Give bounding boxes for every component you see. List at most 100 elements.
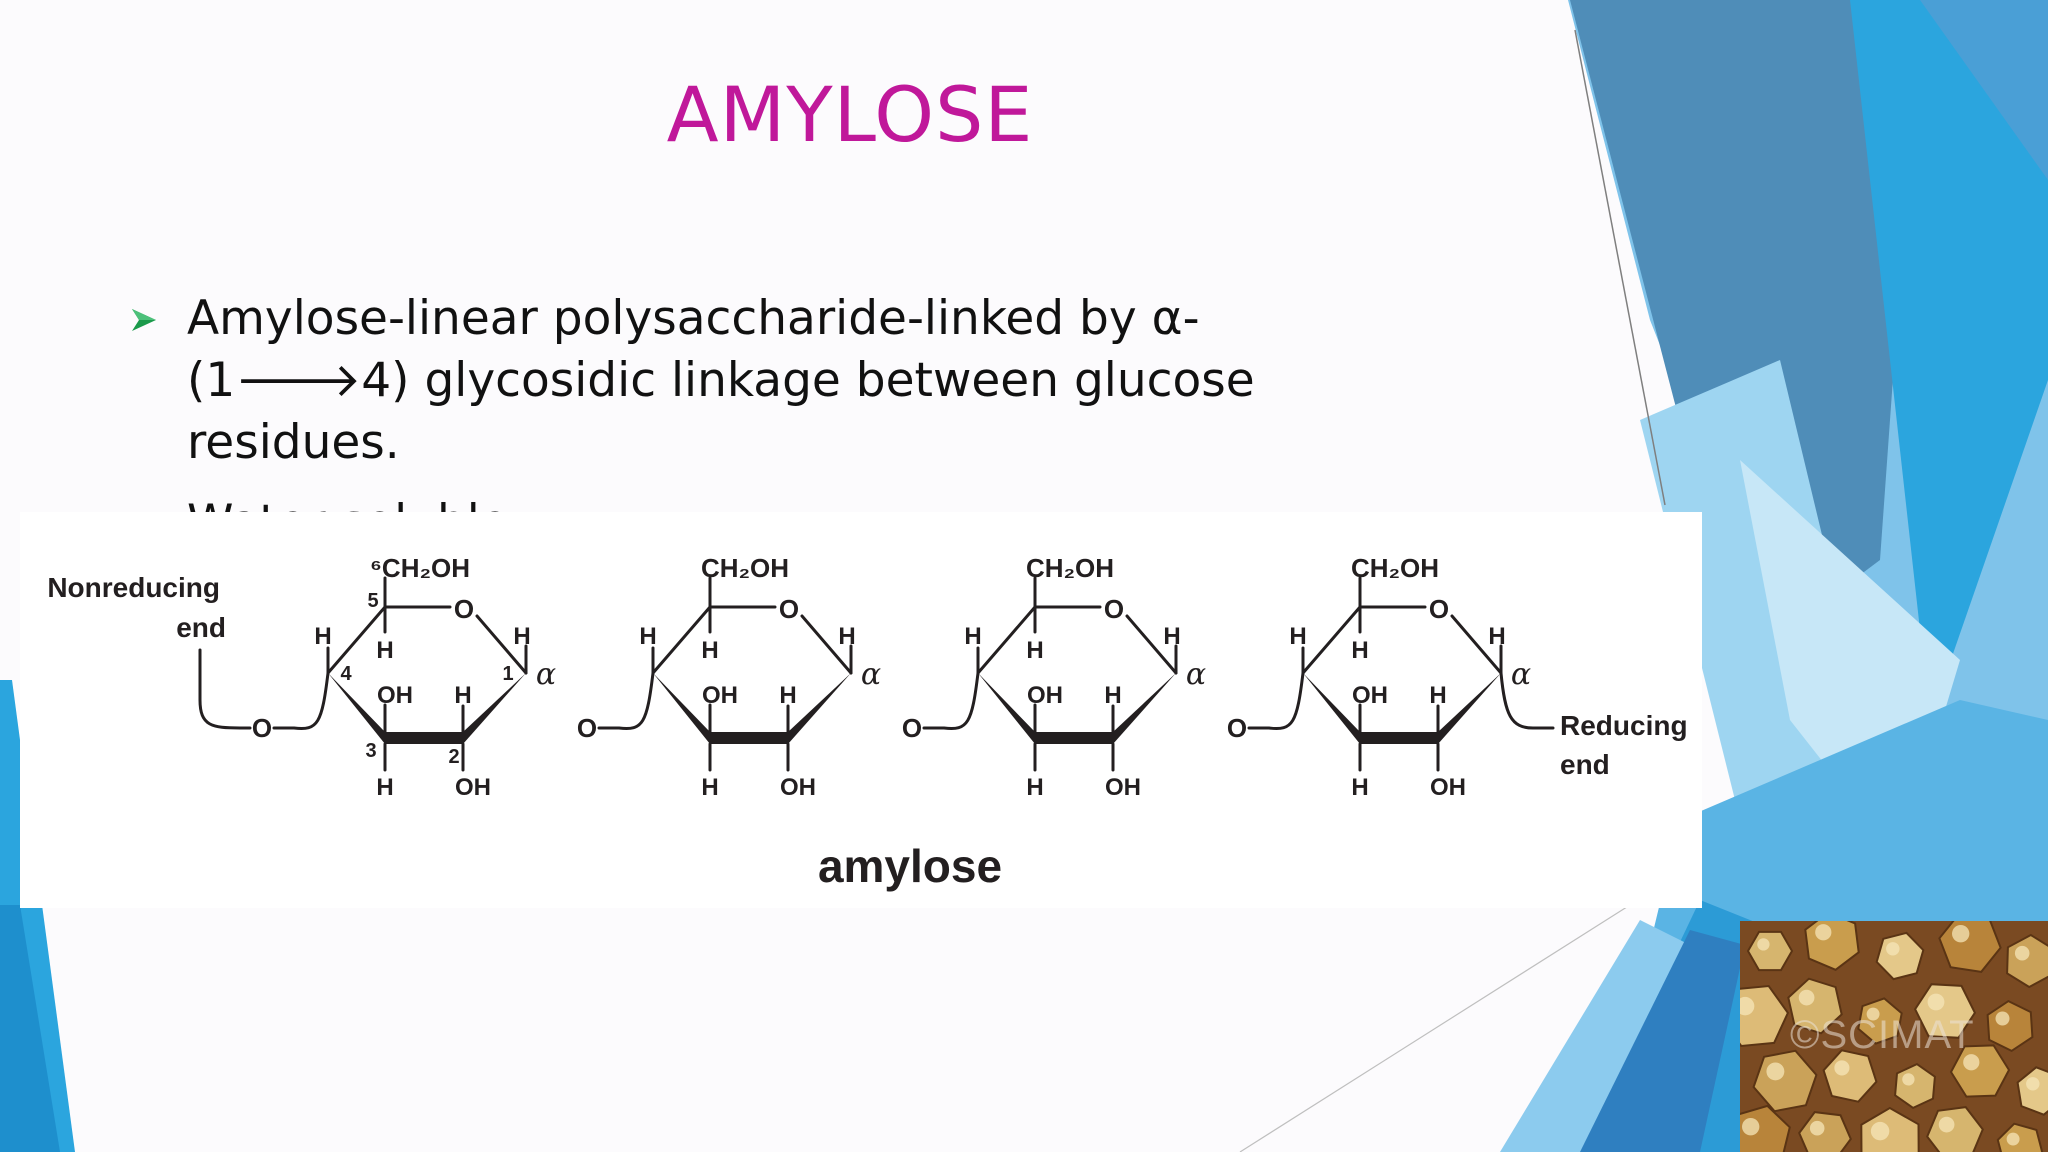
granule-highlight (1995, 1011, 2010, 1026)
glycosidic-bond (272, 671, 330, 731)
photo-credit: ©SCIMAT (1790, 1013, 1975, 1057)
starch-granule (1798, 1111, 1852, 1152)
glycosidic-oxygen-label: O (1227, 713, 1247, 743)
alpha-label: α (536, 657, 556, 692)
granule-highlight (1927, 993, 1945, 1011)
carbon-number: 2 (448, 746, 459, 768)
glycosidic-bond (198, 648, 252, 730)
hydrogen-label: H (1104, 682, 1121, 709)
granule-highlight (1815, 924, 1832, 941)
alpha-label: α (1511, 657, 1531, 692)
nonreducing-end-label: end (176, 612, 226, 643)
hydrogen-label: H (314, 623, 331, 650)
bg-shape (1580, 930, 1745, 1152)
ring-bond (475, 614, 528, 675)
hydrogen-label: H (376, 774, 393, 801)
granule-highlight (1902, 1073, 1915, 1086)
granule-highlight (2014, 945, 2030, 961)
starch-granules-photo: ©SCIMAT (1740, 921, 2048, 1152)
glycosidic-bond (922, 671, 980, 731)
granule-highlight (1866, 1007, 1880, 1021)
ring-oxygen-label: O (779, 594, 799, 624)
photo-image (1740, 921, 2048, 1152)
wedge-bond (463, 673, 526, 744)
granule-highlight (1740, 996, 1755, 1016)
wedge-bond (1438, 673, 1501, 744)
bg-shape (0, 905, 60, 1152)
thick-bond (1035, 732, 1113, 744)
starch-granule (1926, 1106, 1984, 1152)
glycosidic-oxygen-label: O (902, 713, 922, 743)
glycosidic-bond (1247, 671, 1305, 731)
hydrogen-label: H (1351, 637, 1368, 664)
hydrogen-label: H (454, 682, 471, 709)
hydrogen-label: H (1488, 623, 1505, 650)
bullet-arrow-icon (132, 309, 156, 331)
granule-highlight (1870, 1121, 1890, 1141)
hydrogen-label: H (964, 623, 981, 650)
ring-oxygen-label: O (454, 594, 474, 624)
hydroxyl-label: OH (1027, 682, 1063, 709)
hydrogen-label: H (701, 637, 718, 664)
thick-bond (710, 732, 788, 744)
wedge-bond (788, 673, 851, 744)
reducing-end-label: end (1560, 749, 1610, 780)
wedge-bond (978, 673, 1035, 744)
ch2oh-label: CH₂OH (701, 553, 789, 583)
bullet-text: Amylose-linear polysaccharide-linked by … (187, 291, 1255, 470)
bg-shape (1500, 920, 1720, 1152)
granule-highlight (2006, 1132, 2020, 1146)
granule-highlight (1742, 1118, 1760, 1136)
glycosidic-bond (1499, 671, 1555, 730)
hydrogen-label: H (1163, 623, 1180, 650)
ring-bond (976, 605, 1037, 675)
glycosidic-oxygen-label: O (252, 713, 272, 743)
ring-bond (800, 614, 853, 675)
hydrogen-label: H (1026, 637, 1043, 664)
wedge-bond (328, 673, 385, 744)
carbon-number: 5 (367, 590, 378, 612)
glycosidic-oxygen-label: O (577, 713, 597, 743)
starch-granule (1996, 1122, 2044, 1152)
hydroxyl-label: OH (1430, 774, 1466, 801)
starch-granule (1746, 930, 1794, 972)
bg-line (1574, 29, 1666, 506)
starch-granule (2016, 1066, 2048, 1116)
granule-highlight (1798, 989, 1815, 1006)
carbon-number: 4 (340, 663, 352, 685)
bg-shape (1570, 0, 1920, 620)
bullet-list: Amylose-linear polysaccharide-linked by … (130, 288, 1410, 572)
hydrogen-label: H (1289, 623, 1306, 650)
structure-figure-panel (20, 512, 1702, 908)
hydroxyl-label: OH (377, 682, 413, 709)
hydroxyl-label: OH (1105, 774, 1141, 801)
ch2oh-label: CH₂OH (1026, 553, 1114, 583)
granule-highlight (1952, 925, 1970, 943)
carbon-number: 3 (365, 740, 376, 762)
bg-line (1239, 904, 1631, 1152)
granule-highlight (1757, 938, 1770, 951)
nonreducing-end-label: Nonreducing (47, 572, 220, 603)
ring-oxygen-label: O (1104, 594, 1124, 624)
alpha-label: α (861, 657, 881, 692)
ring-bond (1450, 614, 1503, 675)
wedge-bond (1113, 673, 1176, 744)
granule-highlight (1766, 1062, 1785, 1081)
ring-bond (651, 605, 712, 675)
thick-bond (385, 732, 463, 744)
hydrogen-label: H (1026, 774, 1043, 801)
bullet-item: Amylose-linear polysaccharide-linked by … (130, 288, 1410, 474)
hydrogen-label: H (513, 623, 530, 650)
hydroxyl-label: OH (702, 682, 738, 709)
alpha-label: α (1186, 657, 1206, 692)
ring-bond (1125, 614, 1178, 675)
hydroxyl-label: OH (780, 774, 816, 801)
ch2oh-label: ⁶CH₂OH (370, 553, 470, 583)
bg-shape (1850, 0, 2048, 720)
granule-highlight (2026, 1077, 2040, 1091)
granule-highlight (1938, 1116, 1955, 1133)
ring-bond (326, 605, 387, 675)
wedge-bond (653, 673, 710, 744)
slide-title: AMYLOSE (666, 70, 1034, 159)
